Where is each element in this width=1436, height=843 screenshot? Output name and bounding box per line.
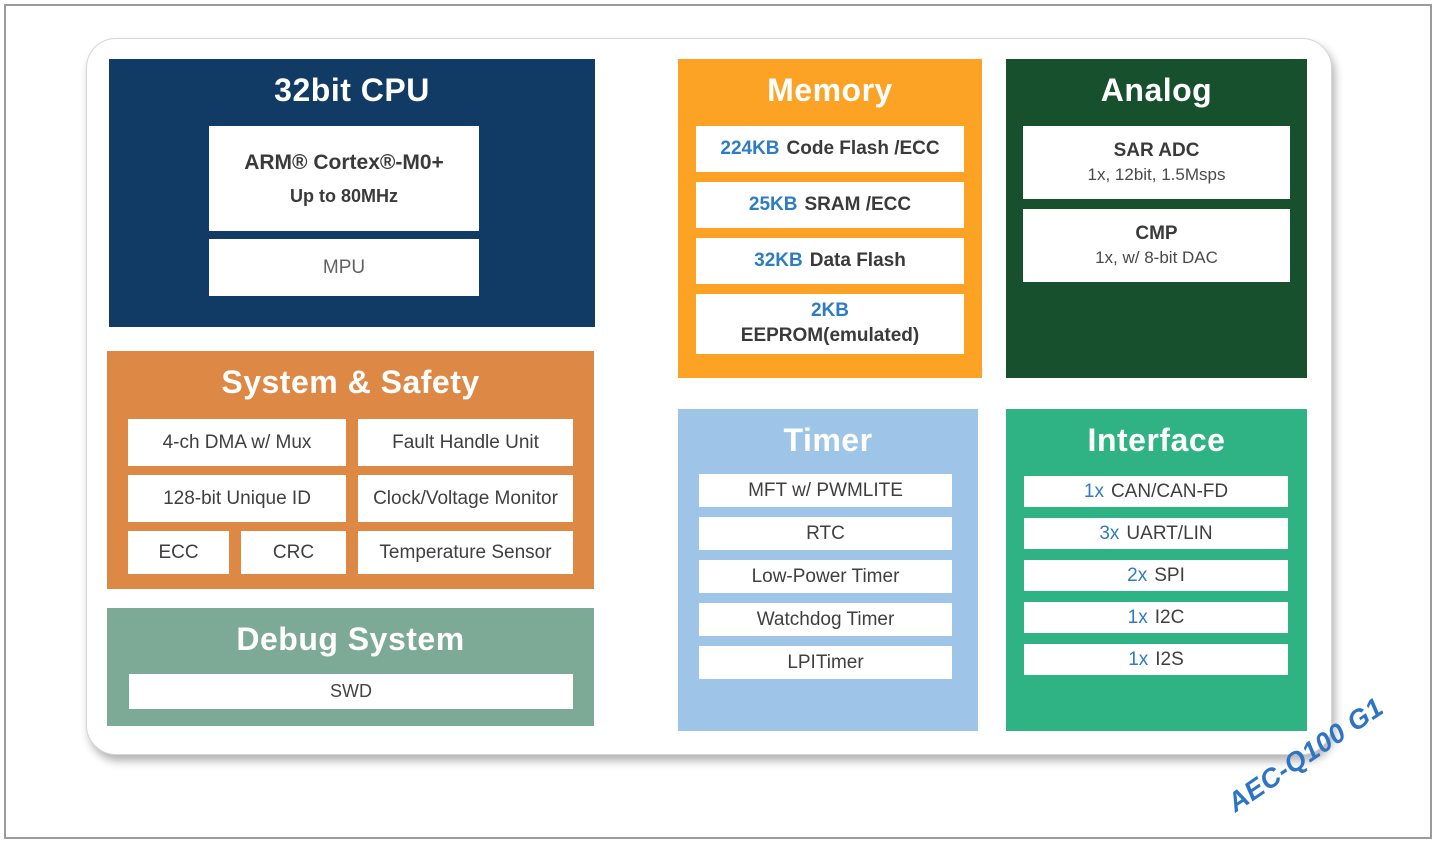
memory-item-value: 25KB — [748, 194, 798, 215]
interface-item-label: I2C — [1154, 606, 1185, 628]
memory-item-sram: 25KB SRAM /ECC — [696, 182, 964, 228]
timer-item-rtc: RTC — [699, 517, 952, 550]
interface-item-qty: 2x — [1127, 564, 1148, 586]
system-item-ecc-crc-group: ECC CRC — [128, 531, 346, 574]
timer-title: Timer — [783, 422, 873, 458]
cpu-core-name: ARM® Cortex®-M0+ — [244, 150, 444, 174]
timer-item-mft: MFT w/ PWMLITE — [699, 474, 952, 507]
analog-item-name: CMP — [1135, 223, 1178, 244]
interface-block: Interface 1x CAN/CAN-FD 3x UART/LIN 2x S… — [1006, 409, 1307, 731]
analog-item-sar-adc: SAR ADC 1x, 12bit, 1.5Msps — [1023, 126, 1290, 199]
memory-items: 224KB Code Flash /ECC 25KB SRAM /ECC 32K… — [696, 126, 964, 354]
memory-item-label: SRAM /ECC — [804, 194, 912, 215]
analog-title: Analog — [1100, 72, 1213, 108]
interface-item-can: 1x CAN/CAN-FD — [1024, 476, 1288, 507]
timer-items: MFT w/ PWMLITE RTC Low-Power Timer Watch… — [699, 474, 952, 679]
interface-item-qty: 1x — [1128, 648, 1149, 670]
memory-item-code-flash: 224KB Code Flash /ECC — [696, 126, 964, 172]
memory-title: Memory — [767, 72, 893, 108]
debug-system-title: Debug System — [236, 621, 465, 657]
memory-item-label: Code Flash /ECC — [786, 138, 940, 159]
analog-item-detail: 1x, w/ 8-bit DAC — [1095, 248, 1218, 267]
analog-item-detail: 1x, 12bit, 1.5Msps — [1087, 165, 1226, 184]
timer-item-lpitimer: LPITimer — [699, 646, 952, 679]
system-item-temperature-sensor: Temperature Sensor — [358, 531, 573, 574]
interface-item-label: CAN/CAN-FD — [1110, 480, 1229, 502]
cpu-block: 32bit CPU ARM® Cortex®-M0+ Up to 80MHz M… — [109, 59, 595, 327]
system-item-fault-handle: Fault Handle Unit — [358, 419, 573, 466]
interface-item-qty: 3x — [1099, 522, 1120, 544]
system-item-crc: CRC — [241, 531, 346, 574]
debug-system-block: Debug System SWD — [107, 608, 594, 726]
interface-item-i2s: 1x I2S — [1024, 644, 1288, 675]
cpu-core-frequency: Up to 80MHz — [290, 185, 398, 206]
cpu-core-box: ARM® Cortex®-M0+ Up to 80MHz — [209, 126, 479, 231]
interface-item-spi: 2x SPI — [1024, 560, 1288, 591]
memory-item-value: 32KB — [754, 250, 803, 271]
interface-item-qty: 1x — [1083, 480, 1104, 502]
mcu-block-diagram-panel: 32bit CPU ARM® Cortex®-M0+ Up to 80MHz M… — [86, 38, 1332, 755]
interface-item-uart-lin: 3x UART/LIN — [1024, 518, 1288, 549]
memory-item-data-flash: 32KB Data Flash — [696, 238, 964, 284]
analog-items: SAR ADC 1x, 12bit, 1.5Msps CMP 1x, w/ 8-… — [1023, 126, 1290, 282]
interface-item-qty: 1x — [1127, 606, 1148, 628]
memory-item-value: 2KB — [810, 300, 849, 322]
debug-item-swd: SWD — [129, 674, 573, 709]
memory-block: Memory 224KB Code Flash /ECC 25KB SRAM /… — [678, 59, 982, 378]
timer-item-low-power-timer: Low-Power Timer — [699, 560, 952, 593]
system-item-ecc: ECC — [128, 531, 229, 574]
memory-item-eeprom: 2KB EEPROM(emulated) — [696, 294, 964, 354]
analog-block: Analog SAR ADC 1x, 12bit, 1.5Msps CMP 1x… — [1006, 59, 1307, 378]
system-item-clock-voltage-monitor: Clock/Voltage Monitor — [358, 475, 573, 522]
analog-item-cmp: CMP 1x, w/ 8-bit DAC — [1023, 209, 1290, 282]
interface-item-label: UART/LIN — [1126, 522, 1213, 544]
timer-block: Timer MFT w/ PWMLITE RTC Low-Power Timer… — [678, 409, 978, 731]
interface-items: 1x CAN/CAN-FD 3x UART/LIN 2x SPI 1x I2C … — [1024, 476, 1288, 675]
memory-item-label: EEPROM(emulated) — [740, 325, 920, 346]
system-safety-items: 4-ch DMA w/ Mux Fault Handle Unit 128-bi… — [128, 419, 573, 574]
system-safety-block: System & Safety 4-ch DMA w/ Mux Fault Ha… — [107, 351, 594, 589]
memory-item-label: Data Flash — [809, 250, 906, 271]
interface-item-label: SPI — [1154, 564, 1185, 586]
cpu-title: 32bit CPU — [274, 72, 430, 108]
interface-title: Interface — [1087, 422, 1226, 458]
memory-item-value: 224KB — [720, 138, 780, 159]
analog-item-name: SAR ADC — [1113, 140, 1200, 161]
interface-item-i2c: 1x I2C — [1024, 602, 1288, 633]
system-item-unique-id: 128-bit Unique ID — [128, 475, 346, 522]
mpu-box: MPU — [209, 239, 479, 296]
interface-item-label: I2S — [1155, 648, 1184, 670]
system-item-dma: 4-ch DMA w/ Mux — [128, 419, 346, 466]
system-safety-title: System & Safety — [221, 364, 480, 400]
timer-item-watchdog-timer: Watchdog Timer — [699, 603, 952, 636]
